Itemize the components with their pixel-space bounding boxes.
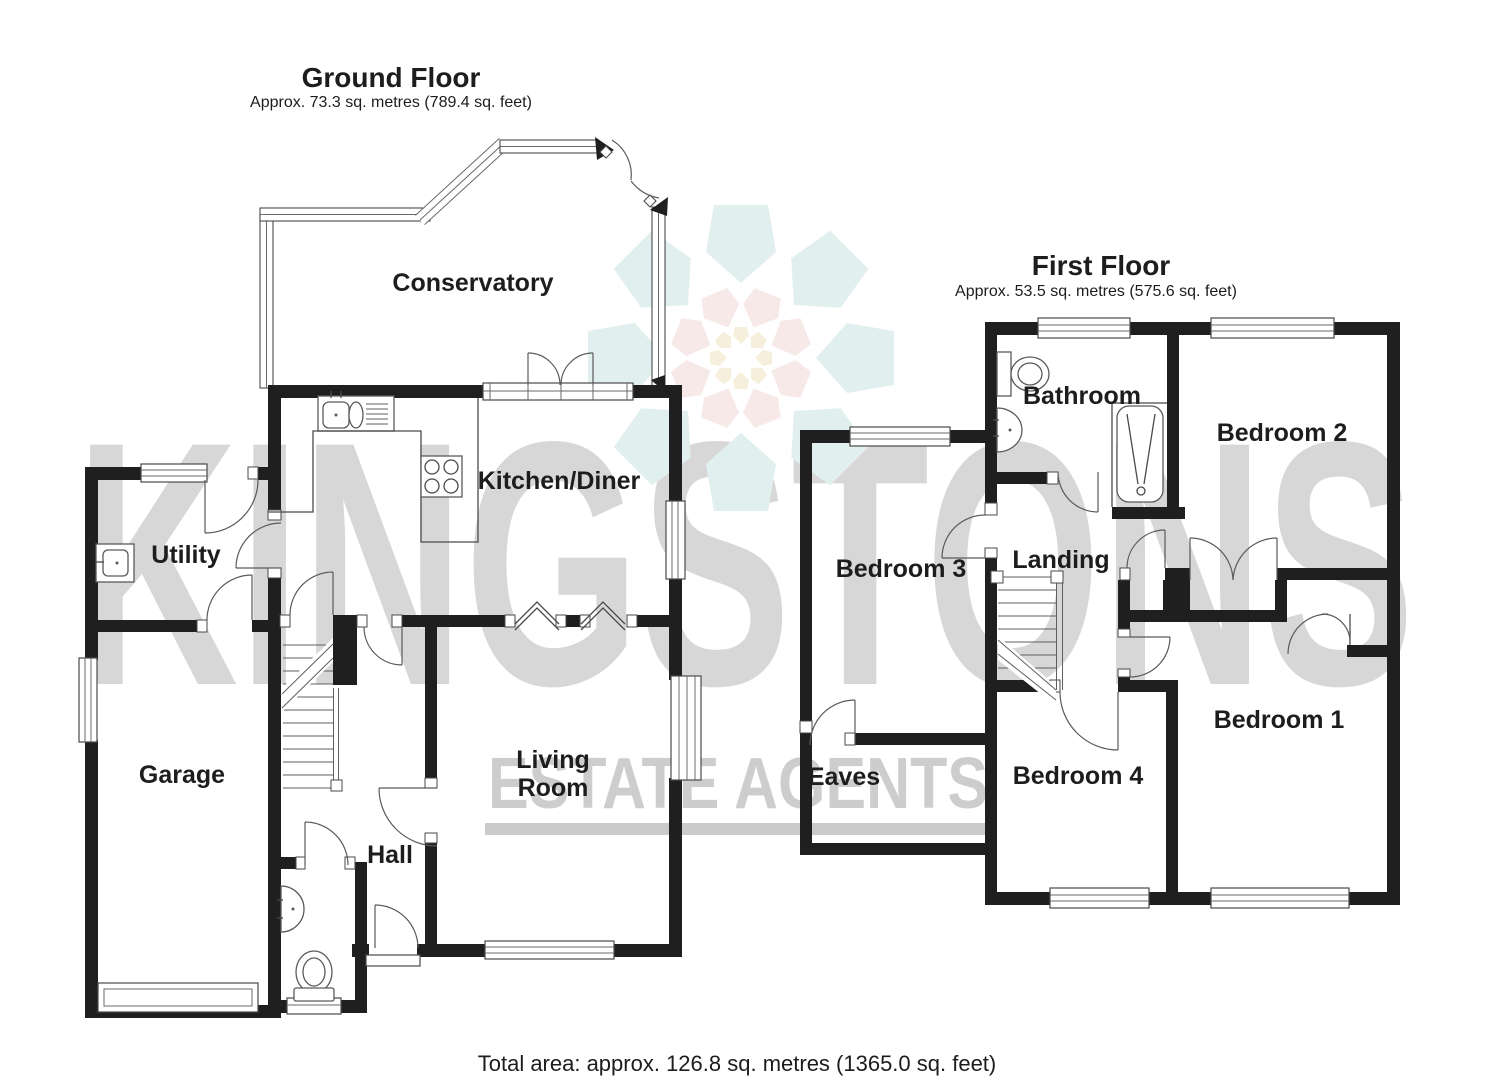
room-label-eaves: Eaves — [808, 763, 880, 791]
bathroom-toilet-fixture — [996, 351, 1050, 397]
ground-floor-title: Ground Floor — [302, 62, 481, 93]
utility-sink-fixture — [95, 543, 135, 583]
kitchen-hob-fixture — [420, 455, 463, 498]
ground-floor-header: Ground Floor Approx. 73.3 sq. metres (78… — [250, 62, 532, 111]
room-label-kitchen-diner: Kitchen/Diner — [478, 467, 641, 495]
room-label-living-room-line1: Living — [516, 746, 590, 774]
open-plan-chevron-markers — [514, 601, 626, 631]
room-label-conservatory: Conservatory — [392, 269, 553, 297]
room-label-landing: Landing — [1012, 546, 1109, 574]
first-floor-windows — [849, 317, 1350, 909]
living-room-bay-window — [670, 675, 702, 781]
first-floor-doors — [809, 471, 1351, 751]
first-floor-title: First Floor — [1032, 250, 1171, 281]
first-floor-area: Approx. 53.5 sq. metres (575.6 sq. feet) — [955, 283, 1237, 300]
watermark-tagline: ESTATE AGENTS — [488, 744, 988, 824]
ground-floor-area: Approx. 73.3 sq. metres (789.4 sq. feet) — [250, 94, 532, 111]
room-label-bathroom: Bathroom — [1023, 382, 1141, 410]
bathroom-basin-fixture — [993, 407, 1023, 453]
room-label-garage: Garage — [139, 761, 225, 789]
wc-basin-fixture — [277, 885, 305, 933]
room-label-bedroom1: Bedroom 1 — [1214, 706, 1345, 734]
room-label-bedroom4: Bedroom 4 — [1013, 762, 1144, 790]
ground-floor-plan: Conservatory Kitchen/Diner Utility Garag… — [78, 137, 702, 1018]
ground-floor-stairs — [281, 638, 343, 792]
total-area-text: Total area: approx. 126.8 sq. metres (13… — [478, 1051, 997, 1076]
first-floor-stairs — [990, 570, 1064, 706]
first-floor-header: First Floor Approx. 53.5 sq. metres (575… — [955, 250, 1237, 300]
room-label-utility: Utility — [151, 541, 221, 569]
bedroom1-cupboard-doors — [1287, 613, 1351, 655]
garage-door — [97, 982, 259, 1013]
watermark-underline — [485, 823, 996, 835]
conservatory-glazed-walls — [259, 137, 668, 392]
front-door-threshold — [365, 954, 421, 967]
ground-floor-doors — [204, 352, 594, 967]
kingstons-logo-flower-icon — [588, 205, 894, 511]
room-label-hall: Hall — [367, 841, 413, 869]
first-floor-walls — [800, 322, 1400, 905]
first-floor-plan: Bathroom Bedroom 2 Bedroom 3 Landing Eav… — [799, 317, 1400, 909]
bathroom-bath-fixture — [1111, 402, 1167, 507]
room-label-living-room-line2: Room — [518, 774, 589, 802]
kitchen-counter — [268, 398, 479, 543]
wc-toilet-fixture — [293, 950, 335, 1002]
kitchen-sink-fixture — [317, 391, 395, 432]
room-label-bedroom2: Bedroom 2 — [1217, 419, 1348, 447]
ground-floor-door-jambs — [196, 466, 638, 870]
room-label-bedroom3: Bedroom 3 — [836, 555, 967, 583]
